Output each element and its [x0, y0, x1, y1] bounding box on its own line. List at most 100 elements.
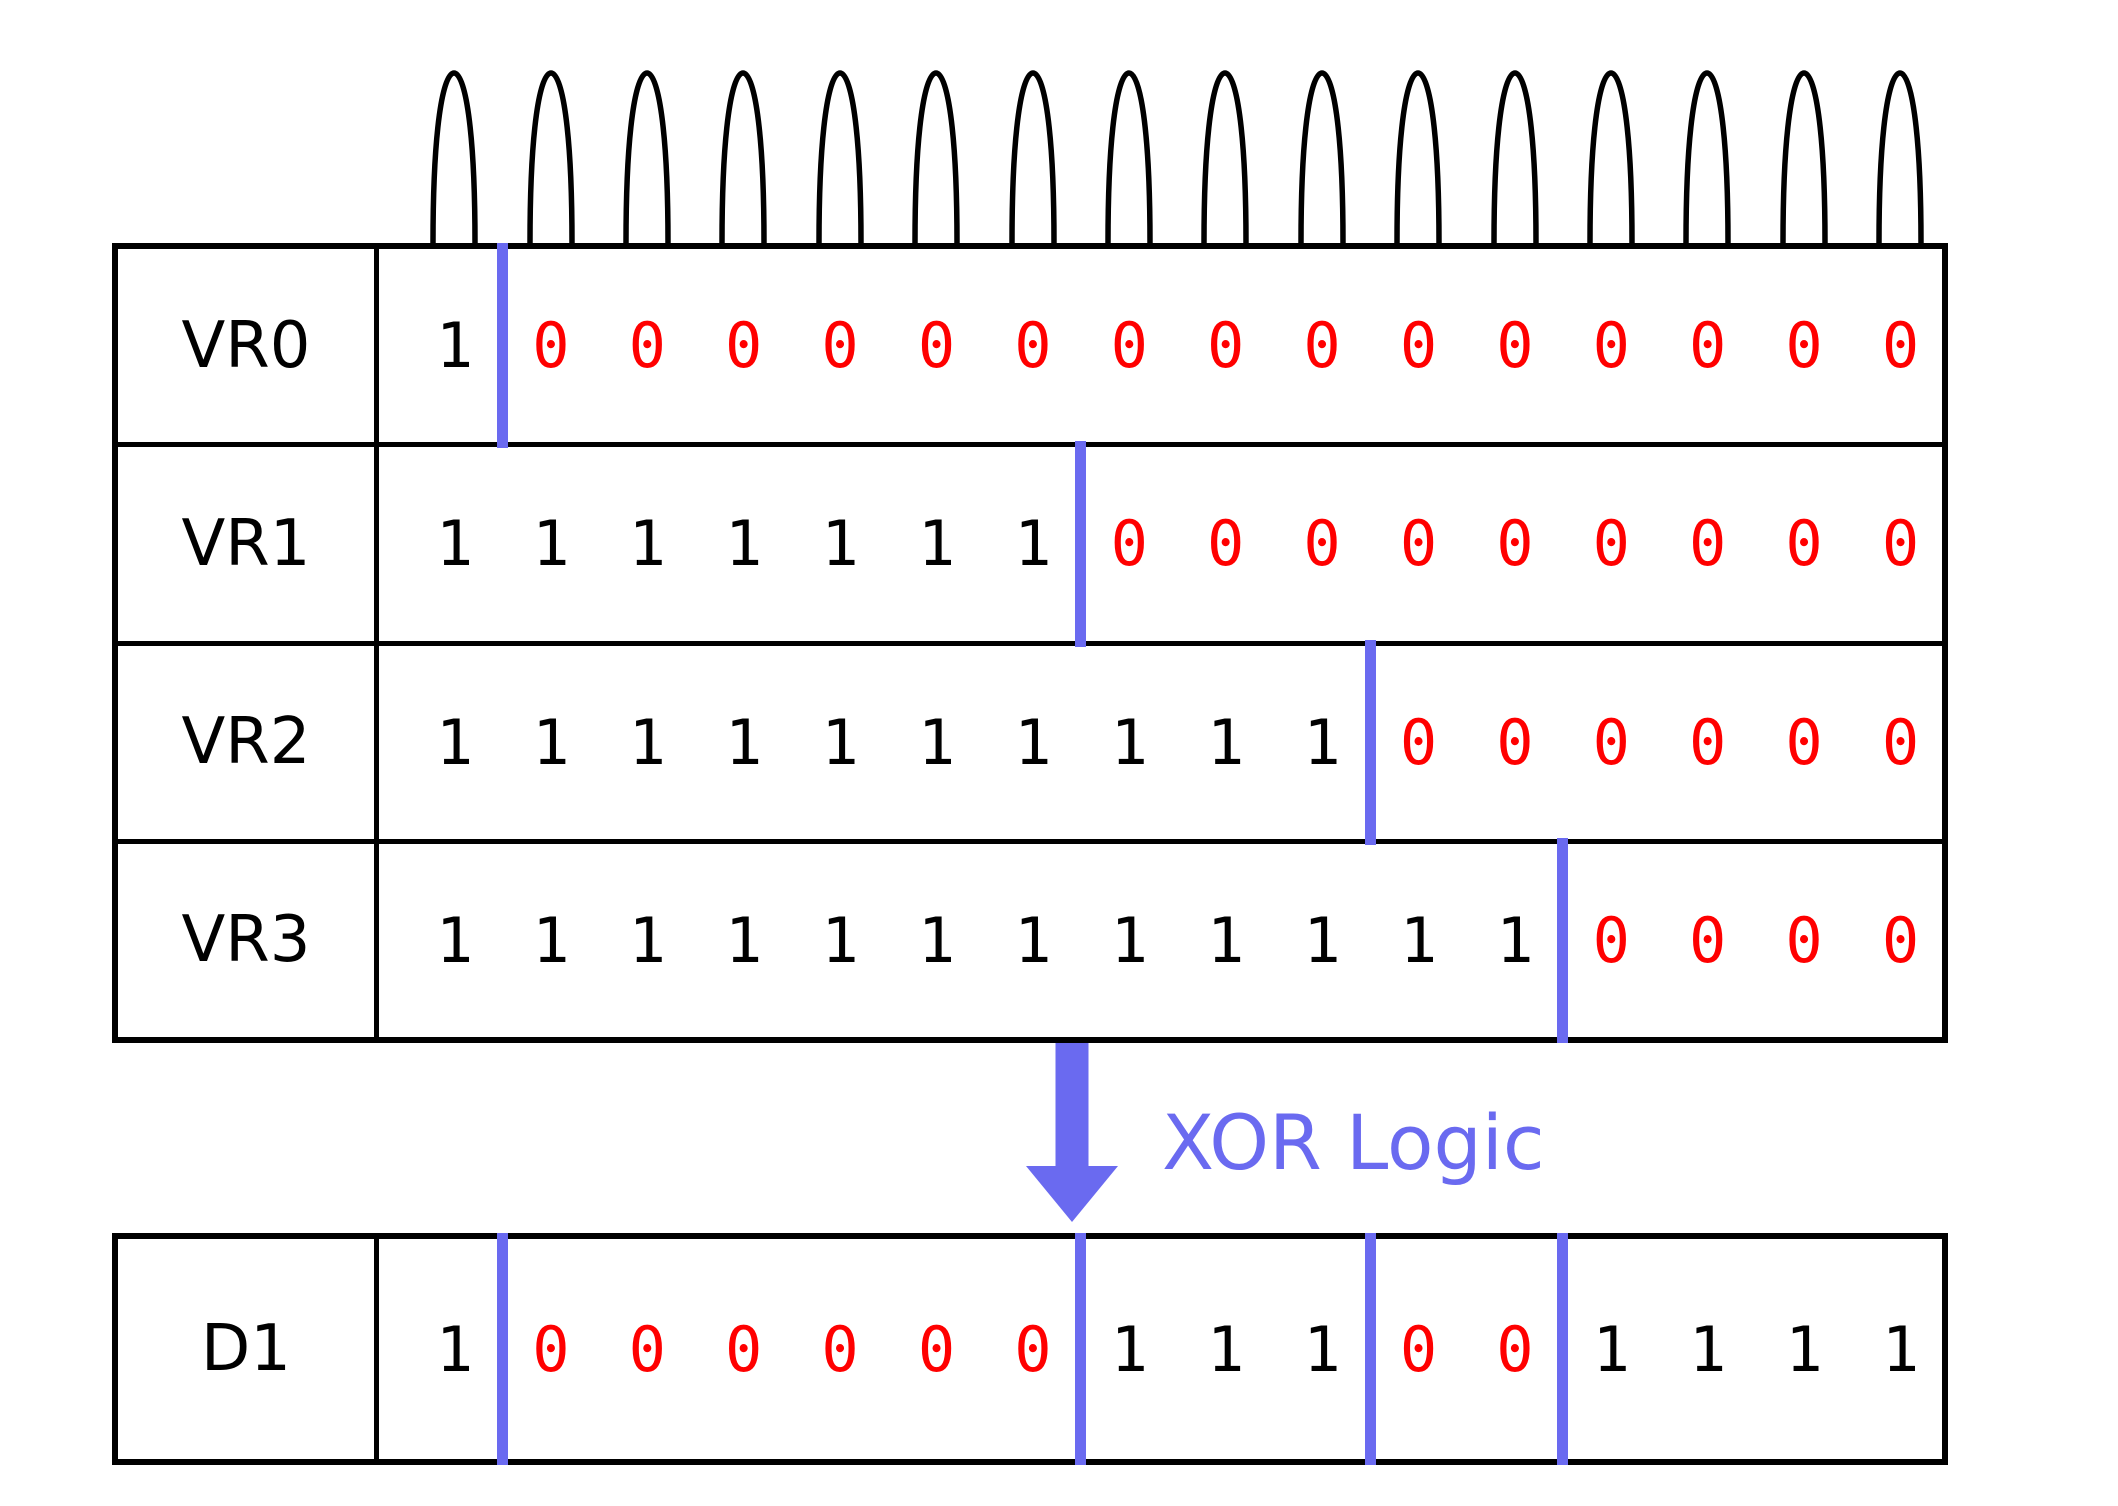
bit-digit: 0 [1110, 507, 1148, 581]
bit-digit: 1 [725, 705, 763, 779]
bit-digit: 1 [1014, 903, 1052, 977]
bit-digit: 1 [1496, 903, 1534, 977]
bit-digit: 1 [1303, 705, 1341, 779]
coil-arch-icon [1489, 70, 1541, 243]
bit-digit: 1 [532, 507, 570, 581]
bit-digit: 1 [1785, 1312, 1823, 1386]
bit-digit: 1 [628, 705, 666, 779]
threshold-divider [1364, 1233, 1376, 1465]
threshold-divider [1075, 441, 1087, 647]
bit-digit: 1 [821, 903, 859, 977]
register-label: VR3 [118, 843, 379, 1037]
bit-digit: 1 [1014, 507, 1052, 581]
coil-arch-icon [1681, 70, 1733, 243]
bit-digit: 1 [725, 507, 763, 581]
coil-arch-icon [814, 70, 866, 243]
bit-digit: 0 [1785, 903, 1823, 977]
bit-digit: 1 [821, 507, 859, 581]
bit-digit: 0 [1399, 1312, 1438, 1386]
coil-arch-icon [910, 70, 962, 243]
bit-digit: 0 [1110, 309, 1148, 383]
threshold-divider [1075, 1233, 1087, 1465]
bit-digit: 0 [1689, 705, 1727, 779]
bit-digit: 0 [1689, 507, 1727, 581]
bit-digit: 0 [1496, 309, 1534, 383]
coil-arch-icon [1296, 70, 1348, 243]
bit-digit: 1 [917, 705, 956, 779]
bit-digit: 1 [435, 903, 474, 977]
bit-digit: 0 [725, 309, 763, 383]
bit-digit: 0 [917, 309, 956, 383]
bit-digit: 1 [532, 903, 570, 977]
register-label: VR2 [118, 645, 379, 839]
result-label: D1 [118, 1239, 379, 1459]
bit-digit: 0 [1689, 903, 1727, 977]
bit-digit: 1 [1110, 903, 1148, 977]
bit-digit: 0 [1881, 507, 1920, 581]
coil-arch-icon [428, 70, 480, 243]
threshold-divider [1364, 639, 1376, 845]
bit-digit: 0 [1496, 705, 1534, 779]
bit-digit: 1 [1399, 903, 1438, 977]
bit-digit: 0 [1303, 309, 1341, 383]
bit-digit: 1 [435, 1312, 474, 1386]
threshold-divider [496, 243, 508, 449]
bit-digit: 0 [1592, 903, 1630, 977]
coil-arch-icon [1778, 70, 1830, 243]
bit-digit: 1 [1110, 705, 1148, 779]
bit-digit: 0 [1881, 309, 1920, 383]
register-label: VR1 [118, 447, 379, 641]
bit-digit: 0 [1785, 309, 1823, 383]
bit-digit: 1 [1110, 1312, 1148, 1386]
bit-digit: 1 [435, 705, 474, 779]
threshold-divider [1557, 837, 1569, 1043]
coil-arch-icon [1392, 70, 1444, 243]
bit-digit: 0 [1592, 309, 1630, 383]
bit-digit: 0 [1496, 507, 1534, 581]
bit-digit: 0 [532, 1312, 570, 1386]
bit-digit: 0 [1207, 309, 1245, 383]
bit-digit: 1 [1303, 903, 1341, 977]
xor-arrow-icon [1026, 1043, 1118, 1226]
bit-digit: 0 [1014, 309, 1052, 383]
bit-digit: 0 [1881, 705, 1920, 779]
bit-digit: 0 [1014, 1312, 1052, 1386]
bit-digit: 0 [1592, 507, 1630, 581]
coil-arch-icon [1103, 70, 1155, 243]
bit-digit: 0 [1496, 1312, 1534, 1386]
coil-arch-icon [1585, 70, 1637, 243]
coil-arch-icon [525, 70, 577, 243]
bit-digit: 1 [1207, 1312, 1245, 1386]
bit-digit: 1 [628, 903, 666, 977]
bit-digit: 1 [1207, 705, 1245, 779]
bit-digit: 0 [821, 309, 859, 383]
threshold-divider [1557, 1233, 1569, 1465]
coil-arches-row [0, 0, 2118, 243]
bit-digit: 0 [1881, 903, 1920, 977]
bit-digit: 1 [1592, 1312, 1630, 1386]
xor-logic-label: XOR Logic [1162, 1098, 1545, 1187]
bit-digit: 1 [628, 507, 666, 581]
bit-digit: 0 [1592, 705, 1630, 779]
bit-digit: 0 [1399, 507, 1438, 581]
threshold-divider [496, 1233, 508, 1465]
bit-digit: 0 [1399, 705, 1438, 779]
coil-arch-icon [621, 70, 673, 243]
coil-arch-icon [1874, 70, 1926, 243]
bit-digit: 0 [628, 1312, 666, 1386]
bit-digit: 1 [1014, 705, 1052, 779]
bit-digit: 0 [821, 1312, 859, 1386]
bit-digit: 1 [1881, 1312, 1920, 1386]
bit-digit: 0 [1785, 705, 1823, 779]
